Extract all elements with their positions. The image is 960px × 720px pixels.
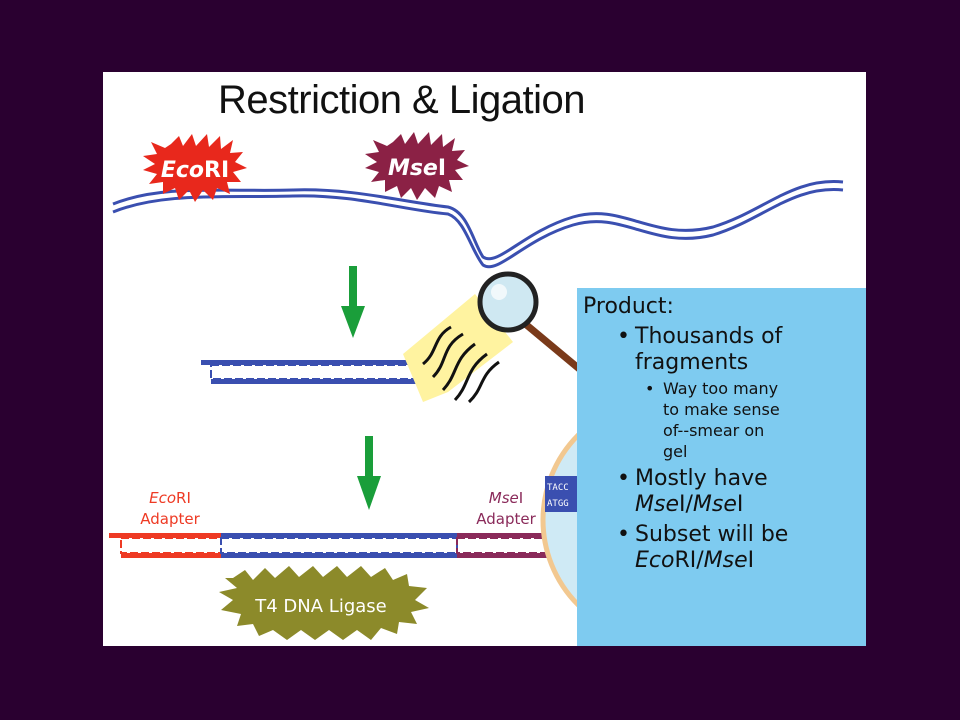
magnified-wavy-lines (422, 325, 500, 404)
ligase-burst (219, 566, 429, 640)
ligated-fragment (109, 533, 577, 558)
ecori-adapter-word: Adapter (140, 510, 200, 528)
slide: Restriction & Ligation EcoRI MseI (103, 72, 866, 646)
sequence-box (545, 476, 577, 512)
ligase-label: T4 DNA Ligase (254, 596, 386, 617)
slide-title: Restriction & Ligation (218, 78, 585, 122)
arrow-down-icon (357, 436, 381, 510)
msei-adapter-word: Adapter (476, 510, 536, 528)
ecori-adapter-label: EcoRI (149, 489, 191, 507)
product-heading: Product: (583, 294, 674, 319)
msei-burst (365, 132, 469, 200)
sequence-line-2: ATGG (547, 499, 569, 509)
sequence-line-1: TACC (547, 483, 569, 493)
arrow-down-icon (341, 266, 365, 338)
msei-label: MseI (388, 156, 446, 181)
genomic-dna-strand-bottom (112, 188, 844, 269)
cut-fragment (201, 360, 430, 384)
msei-adapter-label: MseI (489, 489, 523, 507)
genomic-dna-strand-top (112, 180, 844, 261)
bullet-way-too-many: Way too many to make sense of--smear on … (583, 378, 860, 462)
magnifying-glass-icon (477, 271, 586, 375)
ecori-burst (143, 134, 247, 202)
ecori-label: EcoRI (161, 158, 229, 183)
